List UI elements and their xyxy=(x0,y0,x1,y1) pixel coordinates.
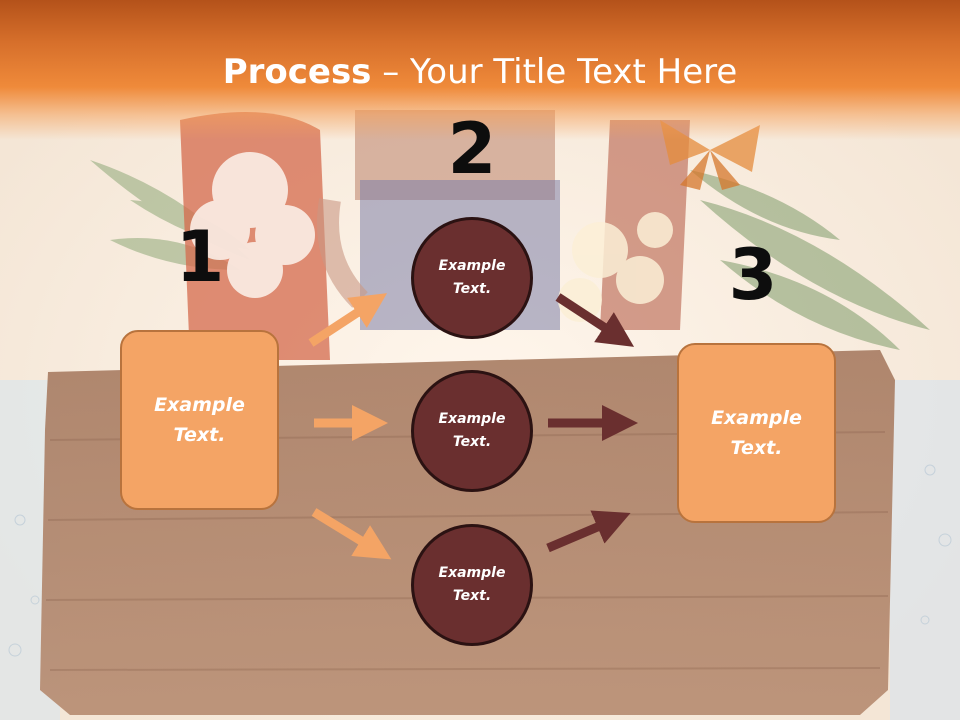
end-box-text: Example Text. xyxy=(711,407,802,459)
plumeria-flowers xyxy=(558,212,673,322)
title-rest: – Your Title Text Here xyxy=(371,52,738,92)
title-bar xyxy=(0,0,960,140)
step-number-2: 2 xyxy=(447,108,497,190)
process-circle-top-text: Example Text. xyxy=(438,258,506,297)
end-box: Example Text. xyxy=(677,343,836,523)
start-box-text: Example Text. xyxy=(154,394,245,446)
step-number-1: 1 xyxy=(175,216,225,298)
arrow-from-circle-bottom xyxy=(546,510,631,553)
slide-title: Process – Your Title Text Here xyxy=(0,52,960,92)
title-bold: Process xyxy=(222,52,372,92)
process-circle-bottom-text: Example Text. xyxy=(438,565,506,604)
step-number-3: 3 xyxy=(728,234,778,316)
arrow-to-circle-top xyxy=(308,293,388,347)
process-circle-top: Example Text. xyxy=(411,217,533,339)
arrow-to-circle-bottom xyxy=(311,508,392,560)
process-circle-middle: Example Text. xyxy=(411,370,533,492)
process-circle-middle-text: Example Text. xyxy=(438,411,506,450)
process-circle-bottom: Example Text. xyxy=(411,524,533,646)
start-box: Example Text. xyxy=(120,330,279,510)
arrow-from-circle-top xyxy=(555,293,635,347)
hibiscus-flower xyxy=(190,152,315,298)
